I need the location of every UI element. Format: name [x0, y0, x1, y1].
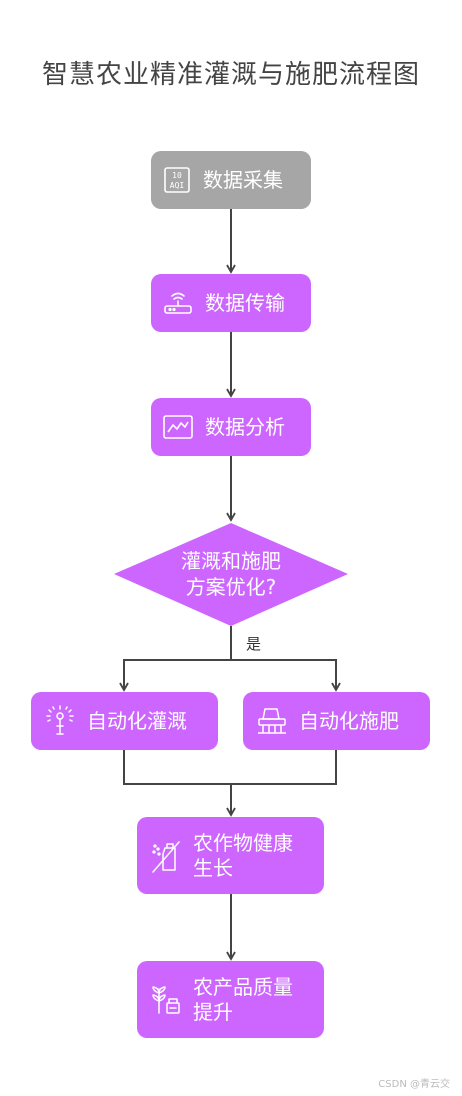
node-label: 数据采集	[203, 167, 283, 192]
node-data-analysis: 数据分析	[151, 398, 311, 456]
line-chart-icon	[163, 413, 193, 441]
decision-line-1: 灌溉和施肥	[181, 549, 281, 573]
router-icon	[163, 289, 193, 317]
edge-label-yes: 是	[246, 635, 262, 653]
spray-bottle-icon	[149, 838, 183, 874]
node-label: 数据分析	[205, 414, 285, 439]
node-label-line-2: 提升	[193, 999, 233, 1024]
edge-merge-right	[231, 750, 337, 785]
decision-line-2: 方案优化?	[185, 575, 277, 599]
node-label-line-1: 农产品质量	[193, 974, 293, 999]
watermark: CSDN @青云交	[378, 1079, 450, 1090]
node-data-transfer: 数据传输	[151, 274, 311, 332]
aqi-icon-bottom: AQI	[170, 181, 185, 190]
node-label: 农产品质量 提升	[193, 975, 293, 1025]
node-label-line-2: 生长	[193, 855, 233, 880]
node-crop-growth: 农作物健康 生长	[137, 817, 324, 894]
decision-diamond	[114, 523, 348, 626]
edge-merge-left	[123, 750, 231, 785]
node-auto-fertilize: 自动化施肥	[243, 692, 430, 750]
edge-decision-split-right	[231, 659, 341, 692]
node-quality-up: 农产品质量 提升	[137, 961, 324, 1038]
sprinkler-icon	[43, 704, 77, 738]
diagram-title: 智慧农业精准灌溉与施肥流程图	[41, 60, 420, 90]
node-label: 数据传输	[205, 290, 285, 315]
node-label: 农作物健康 生长	[193, 831, 293, 881]
node-auto-irrigation: 自动化灌溉	[31, 692, 218, 750]
node-label: 自动化施肥	[299, 708, 399, 733]
aqi-icon-top: 10	[172, 171, 182, 180]
tractor-icon	[255, 704, 289, 738]
edge-decision-split	[119, 626, 232, 692]
wheat-icon	[149, 982, 183, 1018]
decision-label: 灌溉和施肥 方案优化?	[131, 548, 331, 600]
aqi-icon: 10 AQI	[163, 166, 191, 194]
node-label-line-1: 农作物健康	[193, 830, 293, 855]
node-label: 自动化灌溉	[87, 708, 187, 733]
node-data-collection: 10 AQI 数据采集	[151, 151, 311, 209]
